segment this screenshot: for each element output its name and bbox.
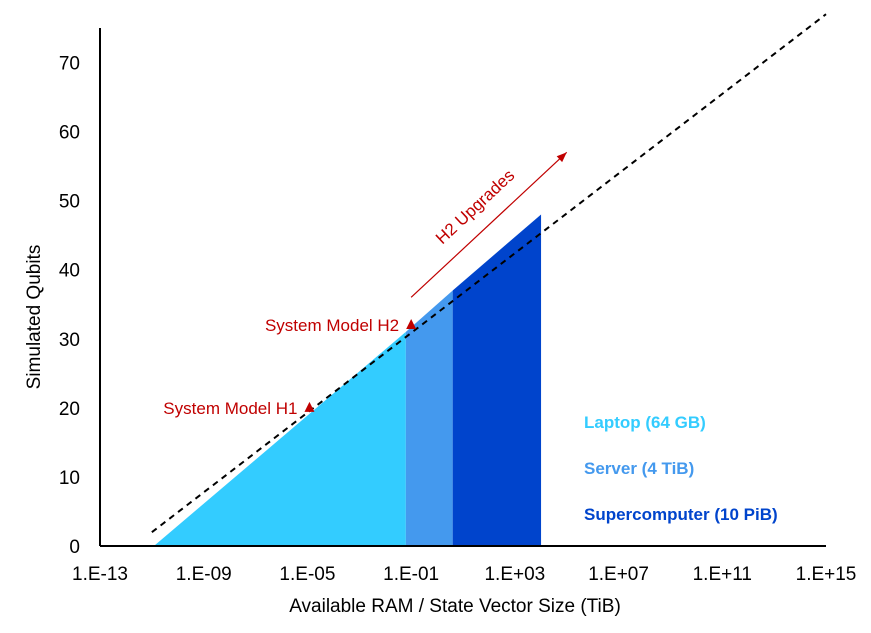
legend-entry-1: Laptop (64 GB) xyxy=(584,413,706,432)
y-tick-label-8: 70 xyxy=(59,54,80,75)
area-3 xyxy=(452,214,542,547)
legend: Laptop (64 GB) Server (4 TiB) Supercompute… xyxy=(584,413,778,524)
area-2 xyxy=(405,290,453,546)
x-tick-label-2: 1.E-09 xyxy=(176,564,232,585)
axes xyxy=(99,28,826,547)
y-tick-label-5: 40 xyxy=(59,261,80,282)
x-tick-label-3: 1.E-05 xyxy=(279,564,335,585)
area-1 xyxy=(153,331,406,546)
y-axis-title: Simulated Qubits xyxy=(24,245,45,390)
upgrade-arrow-line xyxy=(410,151,568,298)
marker-label-2: System Model H2 xyxy=(265,316,399,335)
reference-dashed-line xyxy=(151,13,827,533)
y-tick-label-4: 30 xyxy=(59,330,80,351)
x-axis-title: Available RAM / State Vector Size (TiB) xyxy=(289,596,621,617)
marker-triangle-2 xyxy=(406,318,417,329)
markers: System Model H1 System Model H2 xyxy=(163,316,417,418)
upgrade-arrow-label: H2 Upgrades xyxy=(432,166,518,248)
x-tick-labels: 1.E-13 1.E-09 1.E-05 1.E-01 1.E+03 1.E+07 1.E+… xyxy=(72,564,856,585)
marker-triangle-1 xyxy=(304,401,315,412)
marker-label-1: System Model H1 xyxy=(163,399,297,418)
y-tick-labels: 0 10 20 30 40 50 60 70 xyxy=(59,54,80,558)
x-tick-label-8: 1.E+15 xyxy=(796,564,857,585)
y-tick-label-6: 50 xyxy=(59,192,80,213)
y-tick-label-7: 60 xyxy=(59,123,80,144)
legend-entry-2: Server (4 TiB) xyxy=(584,459,694,478)
plot-areas xyxy=(153,214,542,547)
y-tick-label-2: 10 xyxy=(59,468,80,489)
y-tick-label-1: 0 xyxy=(69,537,80,558)
x-tick-label-1: 1.E-13 xyxy=(72,564,128,585)
x-tick-label-5: 1.E+03 xyxy=(484,564,545,585)
upgrade-arrow-head xyxy=(556,152,567,163)
legend-entry-3: Supercomputer (10 PiB) xyxy=(584,505,778,524)
reference-line-group xyxy=(151,13,827,533)
x-tick-label-4: 1.E-01 xyxy=(383,564,439,585)
y-tick-label-3: 20 xyxy=(59,399,80,420)
x-tick-label-6: 1.E+07 xyxy=(588,564,649,585)
x-tick-label-7: 1.E+11 xyxy=(693,564,752,585)
